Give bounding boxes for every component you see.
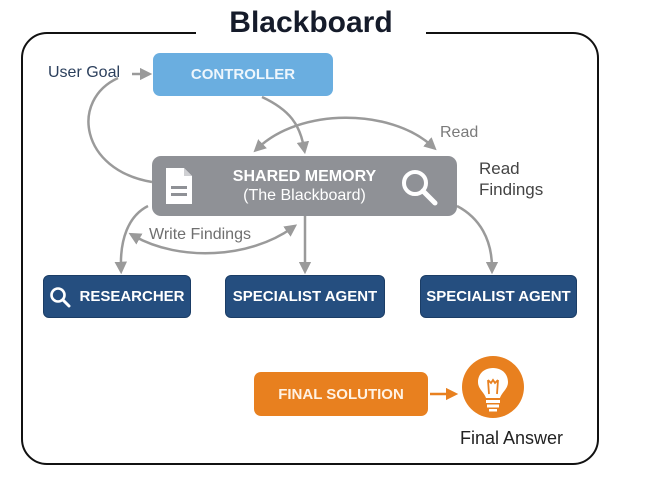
shared-memory-title: SHARED MEMORY	[232, 167, 377, 185]
researcher-node[interactable]: RESEARCHER	[43, 275, 191, 318]
arrow-memory-to-researcher	[114, 204, 149, 275]
write-findings-label: Write Findings	[149, 226, 251, 243]
shared-memory-subtitle: (The Blackboard)	[243, 186, 366, 204]
search-icon	[402, 170, 438, 206]
arrow-write-findings	[128, 224, 298, 255]
researcher-label: RESEARCHER	[79, 288, 185, 305]
final-solution-label: FINAL SOLUTION	[278, 385, 404, 403]
final-solution-node[interactable]: FINAL SOLUTION	[254, 372, 428, 416]
diagram-title: Blackboard	[229, 6, 393, 39]
specialist-agent-label: SPECIALIST AGENT	[232, 288, 378, 305]
controller-node[interactable]: CONTROLLER	[153, 53, 333, 96]
lightbulb-icon	[478, 368, 508, 412]
title-background	[196, 10, 426, 50]
read-findings-line2: Findings	[479, 180, 544, 199]
controller-label: CONTROLLER	[190, 66, 296, 83]
document-icon	[166, 168, 192, 204]
read-findings-label: Read Findings	[479, 158, 543, 200]
arrow-memory-to-specialist-2	[456, 204, 499, 275]
read-findings-line1: Read	[479, 159, 520, 178]
arrow-read-bidirectional	[253, 116, 437, 153]
specialist-agent-label: SPECIALIST AGENT	[426, 288, 571, 305]
user-goal-label: User Goal	[48, 64, 121, 81]
read-label: Read	[440, 124, 479, 141]
lightbulb-badge	[462, 356, 524, 418]
specialist-agent-node-1[interactable]: SPECIALIST AGENT	[225, 275, 385, 318]
final-answer-label: Final Answer	[460, 428, 564, 448]
specialist-agent-node-2[interactable]: SPECIALIST AGENT	[420, 275, 577, 318]
arrow-memory-loop-to-user-goal	[87, 76, 153, 184]
search-icon	[50, 286, 71, 307]
